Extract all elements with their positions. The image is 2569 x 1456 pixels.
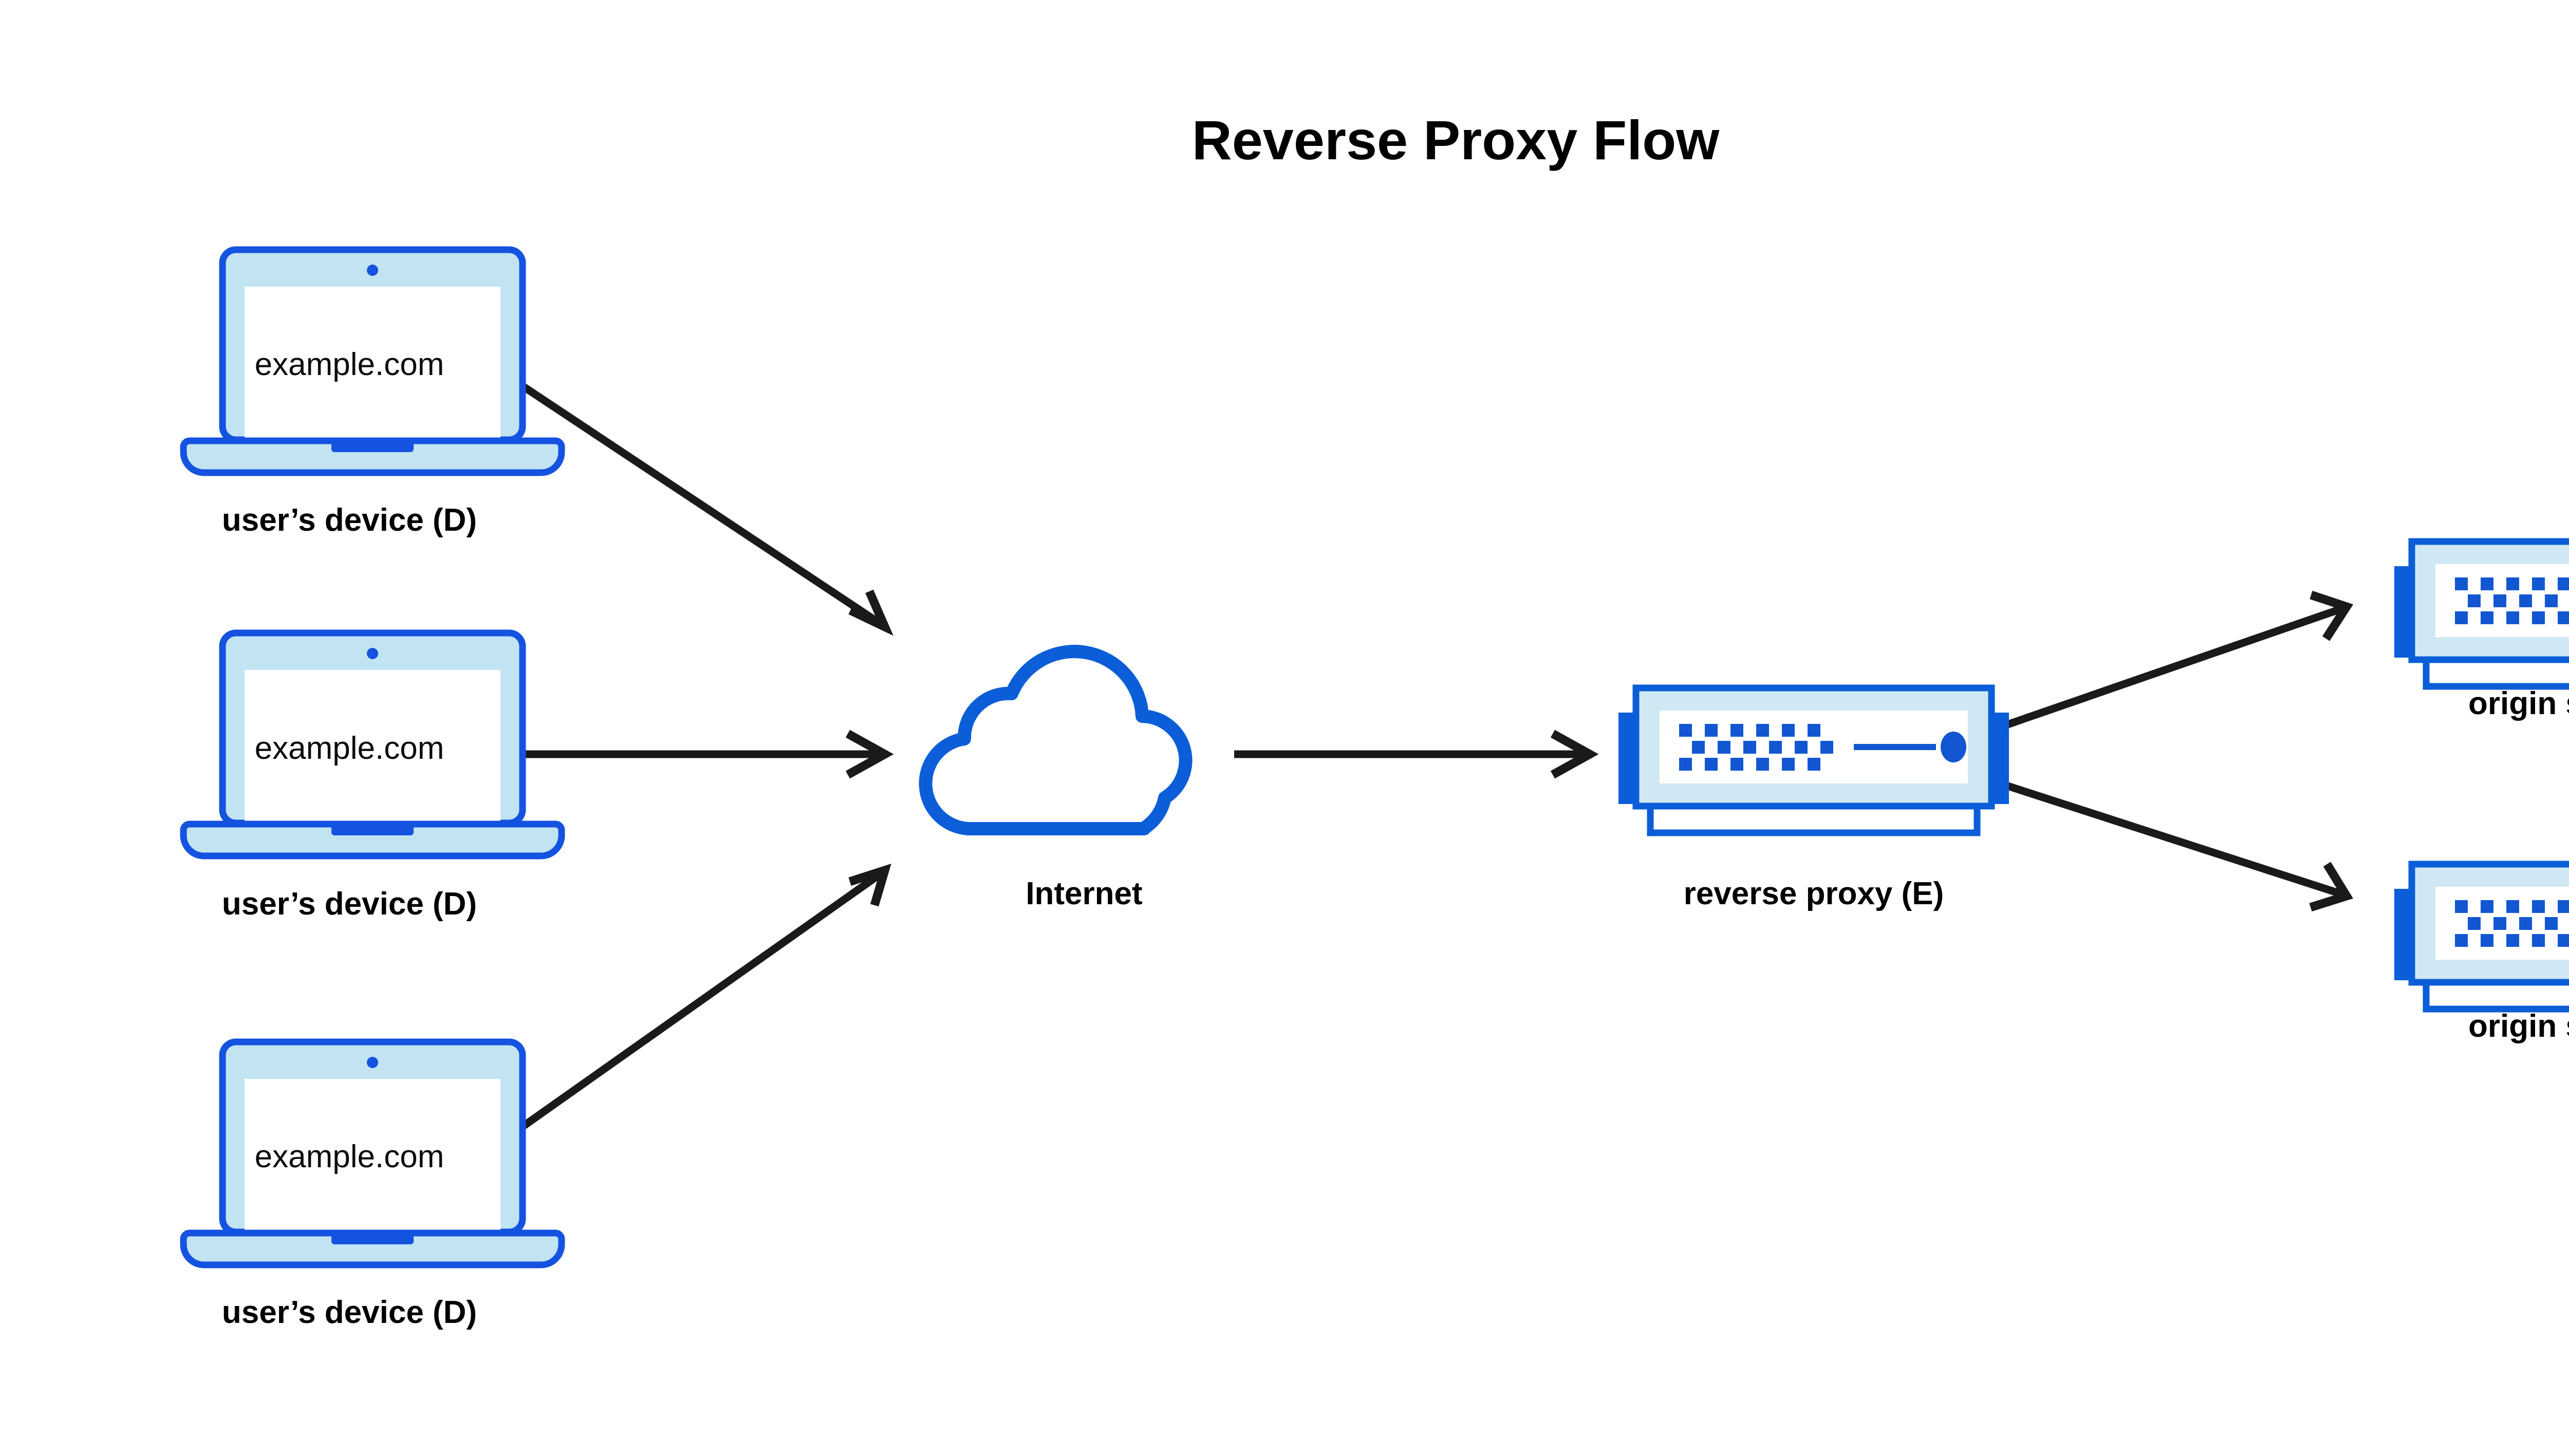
edge-proxy-to-origin-bottom <box>2003 781 2353 912</box>
server-icon <box>2394 542 2569 686</box>
laptop-screen-text: example.com <box>255 1139 444 1174</box>
edge-client-middle-to-internet <box>514 730 894 779</box>
cloud-icon <box>925 651 1185 829</box>
node-internet[interactable]: Internet <box>925 651 1185 911</box>
laptop-screen-text: example.com <box>255 731 444 766</box>
edge-internet-to-proxy <box>1234 730 1599 779</box>
node-origin-bottom[interactable]: origin server (F) <box>2394 864 2569 1044</box>
node-label-client-middle: user’s device (D) <box>222 886 477 922</box>
edge-proxy-to-origin-top <box>2003 590 2354 730</box>
node-client-bottom[interactable]: example.com user’s device (D) <box>183 1042 562 1330</box>
page-title: Reverse Proxy Flow <box>1192 109 1720 171</box>
node-label-origin-top: origin server (F) <box>2468 686 2569 721</box>
node-client-middle[interactable]: example.com user’s device (D) <box>183 633 562 922</box>
edge-client-bottom-to-internet <box>511 863 891 1136</box>
node-label-client-top: user’s device (D) <box>222 502 477 538</box>
edges-layer <box>511 377 2354 1136</box>
laptop-screen-text: example.com <box>255 347 444 382</box>
server-icon <box>1618 688 2009 833</box>
node-client-top[interactable]: example.com user’s device (D) <box>183 250 562 538</box>
server-icon <box>2394 864 2569 1009</box>
node-label-reverse-proxy: reverse proxy (E) <box>1684 876 1944 911</box>
node-label-origin-bottom: origin server (F) <box>2468 1009 2569 1044</box>
node-origin-top[interactable]: origin server (F) <box>2394 542 2569 721</box>
node-reverse-proxy[interactable]: reverse proxy (E) <box>1618 688 2009 911</box>
edge-client-top-to-internet <box>511 377 893 636</box>
node-label-client-bottom: user’s device (D) <box>222 1295 477 1330</box>
node-label-internet: Internet <box>1026 876 1142 911</box>
